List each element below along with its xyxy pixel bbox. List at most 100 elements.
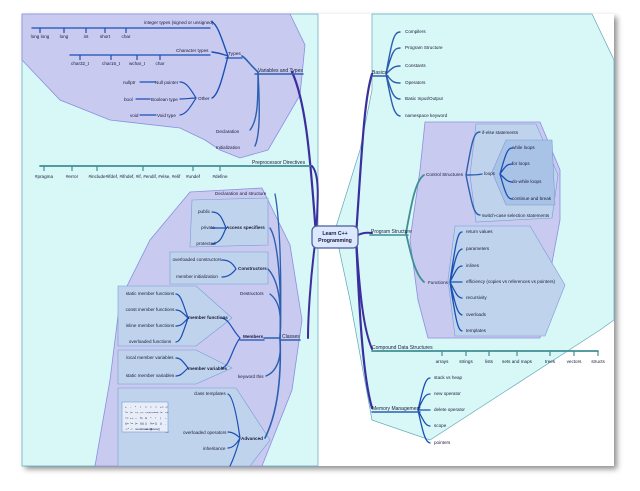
edge-program-functions [405,232,425,283]
label-compound-item: lists [485,359,494,364]
operator-symbol: |= [135,422,138,426]
label-integer-types: integer types (signed or unsigned) [144,20,214,25]
operator-symbol: -> [130,427,133,431]
label-char-type: char [156,61,165,66]
label-preprocessor-directives: Preprocessor Directives [252,160,306,166]
label-void: void [130,113,139,118]
operator-symbol: < [150,405,152,409]
operator-symbol: ^= [130,422,133,426]
label-if-else: if-else statements [482,130,519,135]
label-preprocessor-item: #error [66,174,79,179]
edge-constructor-items [221,259,237,278]
label-variables-and-types: Variables and Types [258,68,303,74]
label-member-functions: member functions [188,315,228,320]
label-member-variable-item: local member variables [126,355,174,360]
label-member-variables: member variables [188,366,228,371]
edge-other-null [179,81,197,99]
label-loop-item: for loops [512,161,530,166]
label-function-item: inlines [466,263,480,268]
label-loop-item: do-while loops [512,179,542,184]
variables-cluster [21,13,306,159]
label-access-item: public [198,209,211,214]
operator-symbol: delete [140,427,149,431]
label-inheritance: inheritance [203,446,226,451]
label-constructors: Constructors [238,266,267,271]
label-preprocessor-item: #pragma [35,174,54,179]
edge-classes-advanced [264,337,282,439]
operator-symbol: & [145,416,147,420]
label-preprocessor-item: #include [88,174,106,179]
label-constructor-item: overloaded constructors [172,257,222,262]
operator-symbol: *= [125,411,128,415]
label-function-item: return values [466,229,493,234]
operator-symbol: ++ [130,416,134,420]
loops-cluster [491,139,556,206]
label-access-item: private [201,225,215,230]
edge-types-char [211,51,229,57]
operator-symbol: / [140,405,141,409]
label-boolean-type: Boolean type [151,97,178,102]
operators-grid-box [121,401,169,433]
label-switch: switch-case selection statements [482,213,550,218]
label-functions: Functions [428,280,449,285]
operator-symbol: -- [135,416,137,420]
label-keyword-this: keyword this [238,374,264,379]
label-function-item: efficiency (copies vs references vs poin… [466,279,555,284]
label-basics-item: Basic Input/Output [405,96,444,101]
operator-symbol: == [155,411,159,415]
label-function-item: recursivity [466,295,487,300]
label-compound-item: strings [459,359,473,364]
label-preprocessor-item: #ifdef, #ifndef, #if, #endif, #else, #el… [106,174,181,179]
edge-members-sub [221,317,241,369]
operator-symbol: | [160,416,161,420]
label-basics-item: Operators [405,80,426,85]
operator-symbol: >= [125,416,129,420]
edge-memory-items [417,377,431,444]
operator-symbol: >>= [150,411,156,415]
operator-symbol: () [160,422,162,426]
operator-symbol: <<= [145,411,151,415]
label-bool: bool [124,97,133,102]
label-overloaded-operators: overloaded operators [183,430,227,435]
operator-symbol: != [160,411,163,415]
edge-types-integer [211,21,229,57]
edge-program-control [405,174,425,234]
label-function-item: templates [466,328,487,333]
edge-vars-init [254,71,260,147]
label-memory-item: scope [434,423,447,428]
label-memory-item: delete operator [434,407,465,412]
operator-symbol: << [135,411,139,415]
operator-symbol: % [140,416,143,420]
operator-symbol: + [125,405,127,409]
label-basics-item: Program Structure [405,45,443,50]
operator-symbol: || [145,422,147,426]
edge-center-classes [307,235,317,339]
edge-center-memory [354,234,374,410]
operator-symbol: = [145,405,147,409]
operator-symbol: ~ [165,416,167,420]
operator-symbol: ^ [150,416,152,420]
label-compound-item: structs [591,359,605,364]
label-nullptr: nullptr [123,80,136,85]
operator-symbol: new[] [145,427,152,431]
label-access-item: protected [196,241,216,246]
label-program-structure: Program Structure [371,229,412,235]
label-compound-item: vectors [567,359,583,364]
edge-basics-items [385,31,401,117]
label-control-structures: Control Structures [426,172,464,177]
label-function-item: overloads [466,312,487,317]
edge-types-other [211,55,229,99]
label-memory-item: stack vs heap [434,375,463,380]
operator-symbol: [] [155,422,157,426]
label-char-type: char32_t [71,61,90,66]
label-initialization: Initialization [216,145,240,150]
operator-symbol: /= [130,411,133,415]
label-declaration-structure: Declaration and structure [215,191,267,196]
center-node[interactable] [311,225,359,249]
label-memory-item: pointers [434,440,451,445]
operator-symbol: > [155,405,157,409]
label-int-type: long [60,34,69,39]
operator-symbol: <= [165,411,169,415]
label-member-function-item: const member functions [126,307,175,312]
label-declaration: Declaration [216,129,240,134]
